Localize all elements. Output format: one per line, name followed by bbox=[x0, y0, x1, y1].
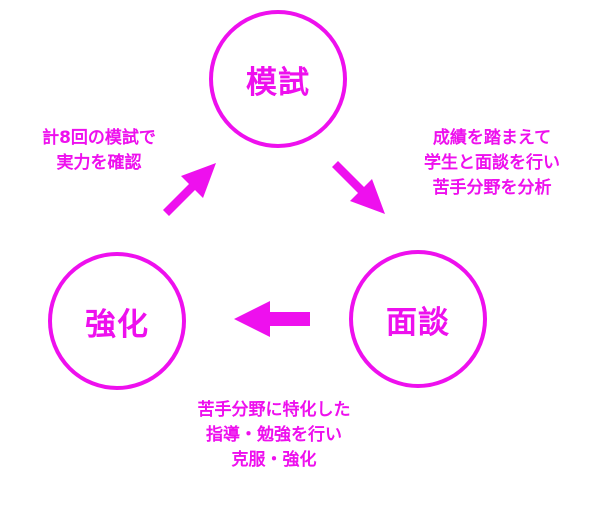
caption-mendan-to-kyoka: 苦手分野に特化した 指導・勉強を行い 克服・強化 bbox=[160, 398, 388, 473]
node-kyoka-label: 強化 bbox=[85, 306, 149, 343]
caption-kyoka-to-mogi: 計8回の模試で 実力を確認 bbox=[14, 126, 184, 176]
caption-line: 苦手分野を分析 bbox=[432, 178, 552, 198]
caption-line: 成績を踏まえて bbox=[432, 128, 552, 148]
caption-mogi-to-mendan: 成績を踏まえて 学生と面談を行い 苦手分野を分析 bbox=[402, 126, 582, 201]
node-mogi: 模試 bbox=[209, 10, 347, 148]
caption-line: 計8回の模試で bbox=[42, 128, 156, 148]
caption-line: 指導・勉強を行い bbox=[206, 425, 342, 445]
node-kyoka: 強化 bbox=[48, 252, 186, 390]
arrow-mogi-to-mendan bbox=[332, 161, 385, 214]
node-mogi-label: 模試 bbox=[246, 64, 310, 101]
caption-line: 実力を確認 bbox=[56, 153, 142, 173]
arrow-mendan-to-kyoka bbox=[234, 301, 310, 337]
caption-line: 学生と面談を行い bbox=[424, 153, 560, 173]
caption-line: 克服・強化 bbox=[231, 450, 317, 470]
node-mendan: 面談 bbox=[349, 250, 487, 388]
caption-line: 苦手分野に特化した bbox=[197, 400, 351, 420]
node-mendan-label: 面談 bbox=[386, 304, 450, 341]
